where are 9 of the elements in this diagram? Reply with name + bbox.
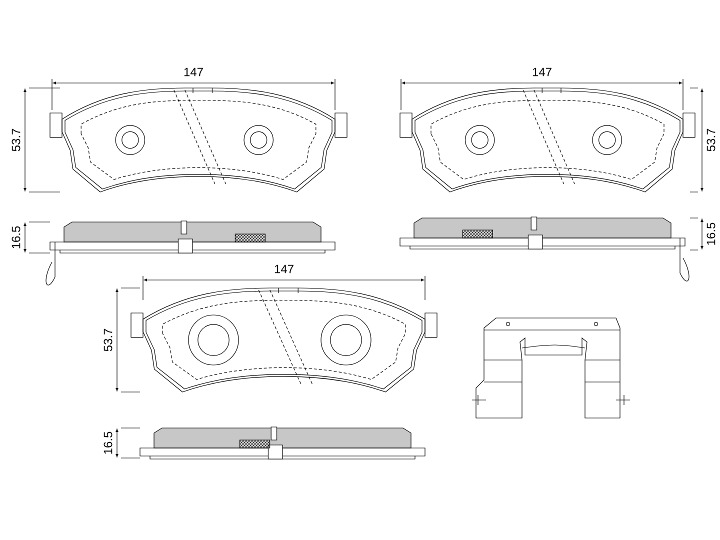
dimension-label: 53.7 [706,128,716,152]
dimension-label: 16.5 [104,432,112,454]
dimension-label: 16.5 [706,222,716,245]
dimension-label: 53.7 [104,328,112,352]
dimension-label: 147 [184,68,203,76]
dimension-label: 16.5 [12,226,20,248]
dimension-label: 53.7 [12,128,20,152]
dimension-label: 147 [532,68,552,76]
dimension-label: 147 [274,264,294,274]
